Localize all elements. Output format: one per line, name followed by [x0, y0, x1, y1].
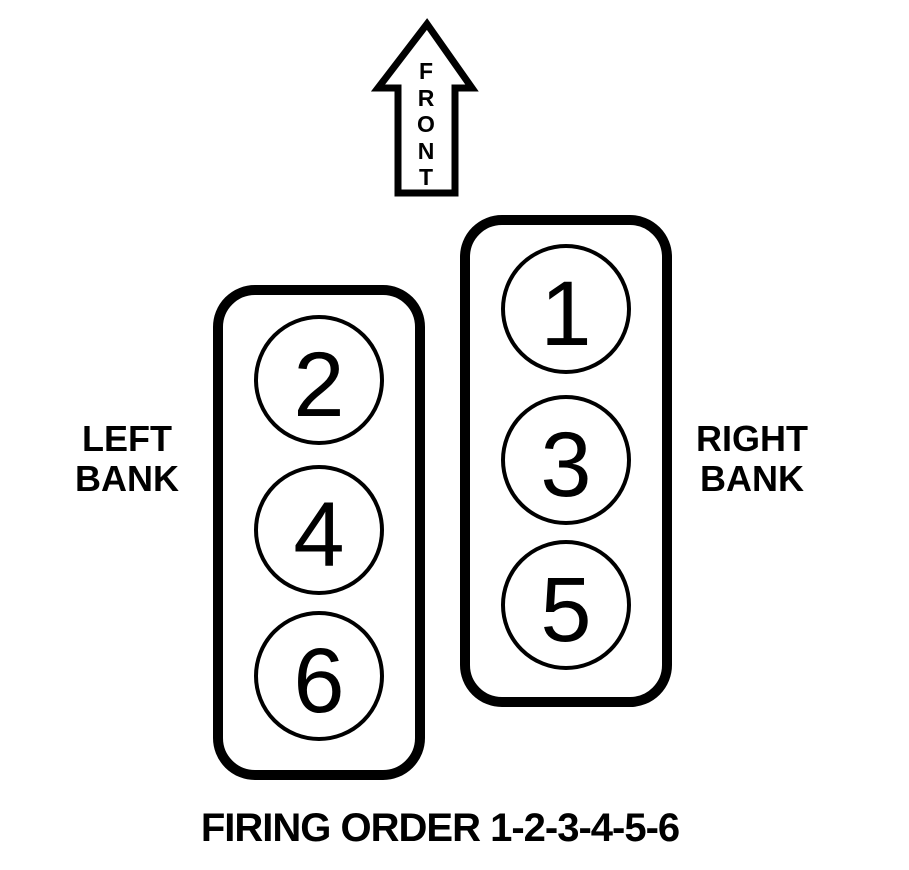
- cylinder-4: 4: [254, 465, 384, 595]
- cylinder-3: 3: [501, 395, 631, 525]
- front-arrow-icon: [370, 18, 479, 197]
- right-bank-block: 1 3 5: [460, 215, 672, 707]
- firing-order-caption: FIRING ORDER 1-2-3-4-5-6: [200, 806, 680, 850]
- right-bank-label-line2: BANK: [700, 458, 804, 499]
- front-label: FRONT: [417, 58, 435, 190]
- cylinder-2: 2: [254, 315, 384, 445]
- left-bank-label-line1: LEFT: [82, 418, 172, 459]
- left-bank-label: LEFT BANK: [52, 419, 202, 499]
- cylinder-1: 1: [501, 244, 631, 374]
- right-bank-label: RIGHT BANK: [676, 419, 828, 499]
- left-bank-block: 2 4 6: [213, 285, 425, 780]
- cylinder-6: 6: [254, 611, 384, 741]
- cylinder-5: 5: [501, 540, 631, 670]
- left-bank-label-line2: BANK: [75, 458, 179, 499]
- right-bank-label-line1: RIGHT: [696, 418, 808, 459]
